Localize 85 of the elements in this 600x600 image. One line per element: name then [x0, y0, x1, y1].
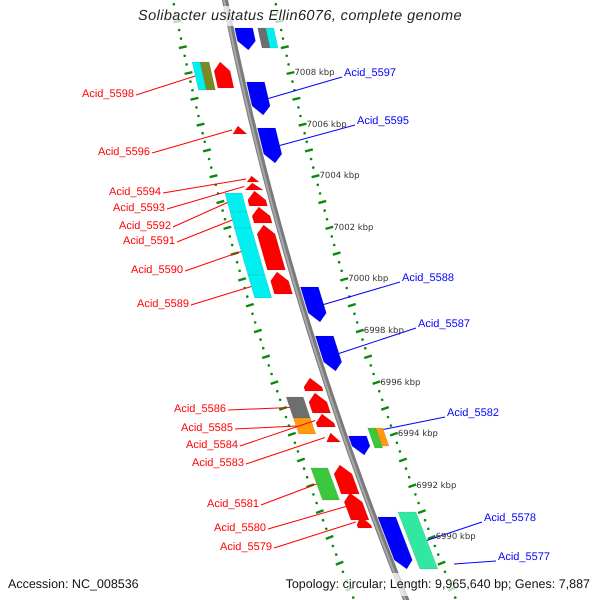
leader-line	[382, 416, 446, 430]
gene-block	[310, 468, 340, 500]
tick-label: 7002 kbp	[333, 222, 374, 233]
gene-label: Acid_5587	[418, 318, 470, 331]
leader-line	[152, 130, 232, 154]
leader-line	[166, 186, 245, 210]
gene-label: Acid_5580	[214, 522, 266, 535]
gene-feature	[348, 436, 370, 456]
gene-label: Acid_5595	[357, 115, 409, 128]
tick-label: 6990 kbp	[436, 532, 476, 542]
gene-feature	[308, 392, 332, 414]
tick-label: 7008 kbp	[294, 68, 335, 78]
leader-line	[268, 76, 342, 99]
leader-line	[228, 407, 290, 410]
tick-label: 7004 kbp	[320, 171, 360, 182]
gene-label: Acid_5581	[207, 498, 259, 511]
leader-line	[172, 202, 228, 228]
gene-label: Acid_5579	[220, 541, 272, 554]
leader-line	[268, 506, 346, 530]
tick-label: 6992 kbp	[416, 480, 456, 491]
gene-label: Acid_5594	[109, 186, 161, 199]
gene-feature	[326, 432, 341, 442]
gene-feature	[246, 176, 260, 182]
leader-line	[246, 437, 326, 464]
leader-line	[274, 522, 356, 548]
tick-label: 7000 kbp	[348, 274, 388, 284]
gene-block	[265, 28, 278, 48]
gene-block	[257, 28, 270, 48]
gene-label: Acid_5577	[498, 551, 550, 564]
gene-feature	[257, 128, 282, 164]
leader-line	[260, 484, 318, 506]
gene-label: Acid_5591	[123, 235, 175, 248]
gene-label: Acid_5584	[186, 439, 238, 452]
gene-block	[367, 428, 384, 448]
gene-block	[192, 62, 207, 90]
gene-feature	[246, 82, 270, 116]
gene-block	[286, 396, 311, 418]
gene-label: Acid_5589	[137, 298, 189, 311]
gene-label: Acid_5596	[98, 146, 150, 159]
gene-feature	[304, 378, 324, 392]
gene-label: Acid_5583	[192, 457, 244, 470]
gene-feature	[316, 414, 336, 428]
gene-feature	[377, 516, 413, 570]
gene-feature	[356, 516, 372, 528]
leader-line	[426, 522, 482, 541]
gene-label: Acid_5597	[344, 67, 396, 80]
gene-label: Acid_5582	[447, 407, 499, 420]
gene-feature	[300, 286, 327, 322]
gene-feature	[232, 126, 248, 134]
leader-line	[162, 178, 247, 194]
gene-feature	[334, 464, 360, 494]
tick-label: 6996 kbp	[380, 378, 420, 388]
gene-label: Acid_5578	[484, 512, 536, 525]
gene-feature	[214, 62, 234, 88]
leader-line	[136, 76, 196, 96]
tick-label: 6998 kbp	[364, 326, 404, 336]
gene-label: Acid_5598	[82, 88, 134, 101]
gene-label: Acid_5586	[174, 403, 226, 416]
gene-label: Acid_5592	[119, 220, 171, 233]
gene-block	[224, 192, 248, 212]
gene-feature	[252, 206, 272, 224]
gene-label: Acid_5588	[402, 272, 454, 285]
leader-line	[338, 328, 416, 354]
gene-label: Acid_5585	[181, 422, 233, 435]
gene-feature	[314, 336, 342, 372]
gene-block	[375, 428, 390, 446]
gene-feature	[270, 272, 293, 294]
gene-label: Acid_5590	[131, 264, 183, 277]
leader-line	[234, 426, 297, 430]
accession-text: Accession: NC_008536	[8, 576, 139, 592]
gene-block	[200, 62, 216, 90]
gene-block	[248, 274, 272, 298]
gene-label: Acid_5593	[113, 202, 165, 215]
leader-line	[323, 282, 400, 305]
leader-line	[279, 124, 356, 146]
tick-label: 6994 kbp	[398, 429, 438, 440]
leader-line	[184, 251, 242, 272]
genome-info-text: Topology: circular; Length: 9,965,640 bp; Genes: 7,887	[286, 576, 590, 592]
leader-line	[190, 286, 252, 306]
leader-line	[454, 560, 496, 564]
leader-line	[240, 420, 316, 446]
leader-line	[176, 220, 233, 242]
tick-label: 7006 kbp	[306, 120, 347, 130]
gene-feature	[234, 28, 256, 50]
gene-block	[292, 418, 316, 434]
